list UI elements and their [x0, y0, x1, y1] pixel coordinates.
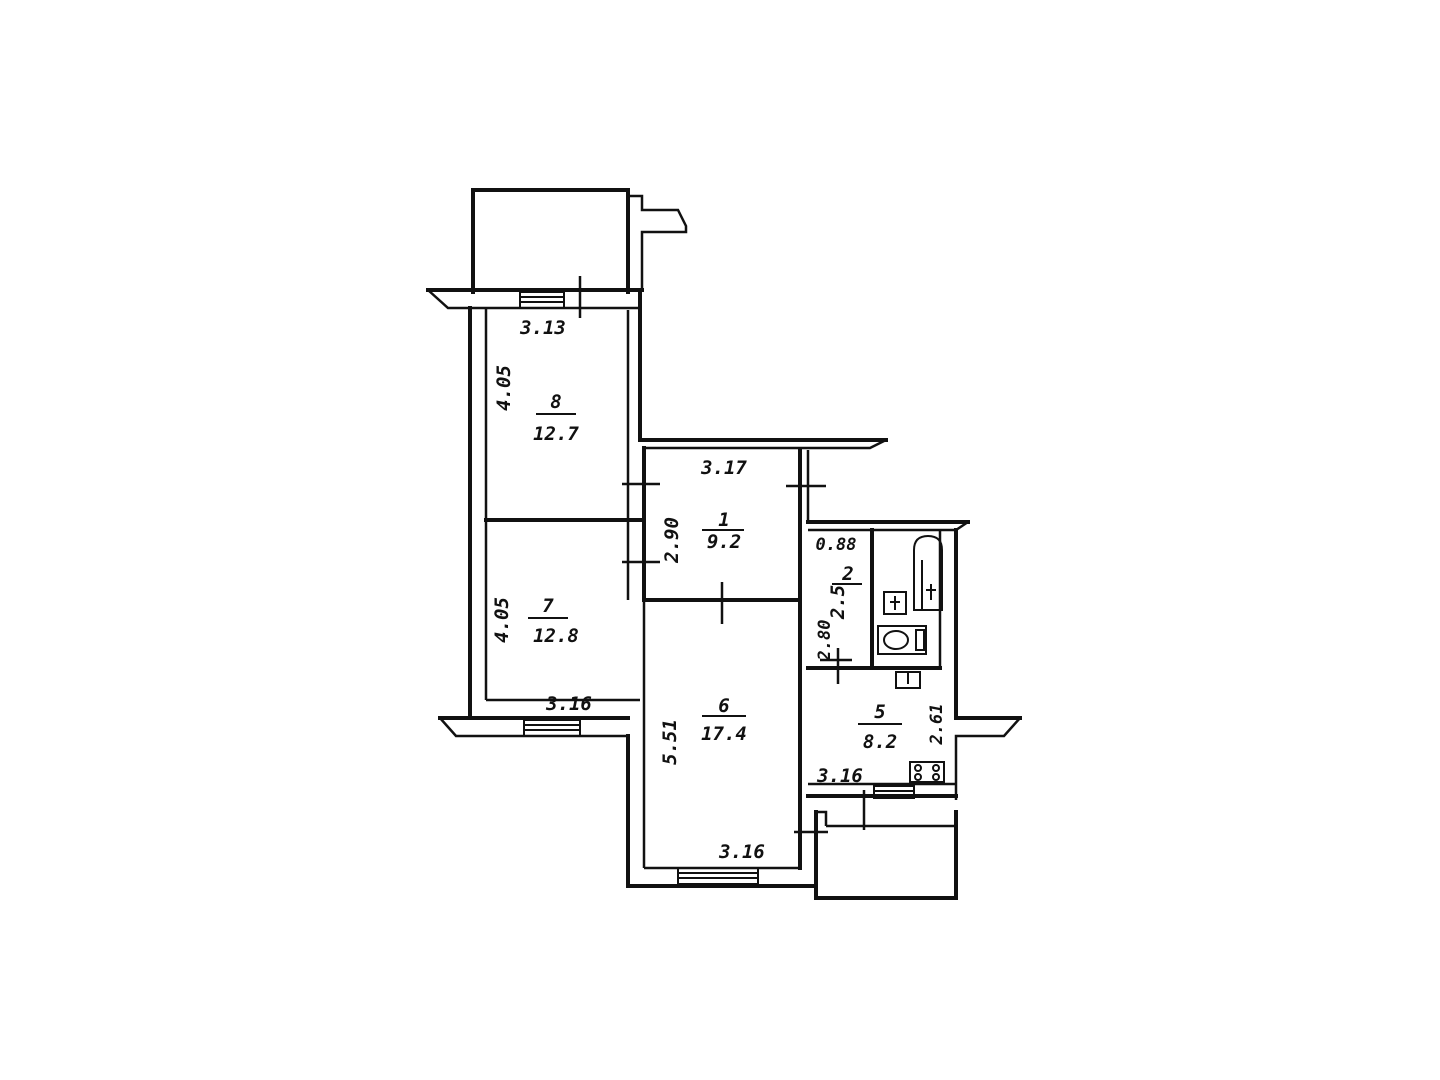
- room-area: 12.8: [533, 625, 579, 647]
- dimension-label: 3.16: [718, 841, 765, 863]
- sink-icon: [883, 591, 907, 615]
- dimension-label: 4.05: [491, 597, 513, 643]
- room-5: 5 8.2 2.61 3.16: [816, 701, 947, 787]
- dimension-label: 3.13: [519, 317, 566, 339]
- dimension-label: 3.16: [545, 693, 592, 715]
- stove-icon: [909, 761, 945, 783]
- dimension-label: 4.05: [493, 365, 515, 411]
- dimension-label: 0.88: [816, 535, 857, 555]
- dimension-label: 2.90: [661, 517, 683, 564]
- room-number: 1: [718, 509, 729, 531]
- room-number: 7: [542, 595, 554, 617]
- room-7: 7 12.8 4.05 3.16: [491, 595, 592, 715]
- room-1: 3.17 1 9.2 2.90: [661, 457, 747, 564]
- dimension-label: 3.17: [700, 457, 747, 479]
- room-6: 6 17.4 5.51 3.16: [659, 695, 765, 863]
- room-2: 0.88 2 2.5 2.80: [815, 535, 862, 661]
- room-area: 17.4: [701, 723, 747, 745]
- dimension-label: 2.61: [927, 704, 947, 746]
- room-area: 2.5: [827, 585, 849, 620]
- room-8: 8 12.7 3.13 4.05: [493, 317, 579, 445]
- dimension-label: 5.51: [659, 719, 681, 765]
- room-number: 6: [718, 695, 729, 717]
- dimension-label: 3.16: [816, 765, 863, 787]
- kitchen-sink-icon: [895, 671, 921, 689]
- room-number: 5: [874, 701, 885, 723]
- room-number: 2: [841, 563, 853, 585]
- exterior-walls: [426, 288, 1022, 888]
- dimension-label: 2.80: [815, 620, 835, 662]
- room-area: 8.2: [863, 731, 897, 753]
- balcony-top: [471, 188, 688, 294]
- room-area: 9.2: [707, 531, 741, 553]
- room-area: 12.7: [533, 423, 579, 445]
- windows: [519, 291, 915, 885]
- room-number: 8: [550, 391, 561, 413]
- door-marks: [578, 276, 866, 834]
- bathtub-icon: [913, 534, 943, 611]
- toilet-icon: [877, 625, 927, 655]
- balcony-bottom: [814, 810, 958, 900]
